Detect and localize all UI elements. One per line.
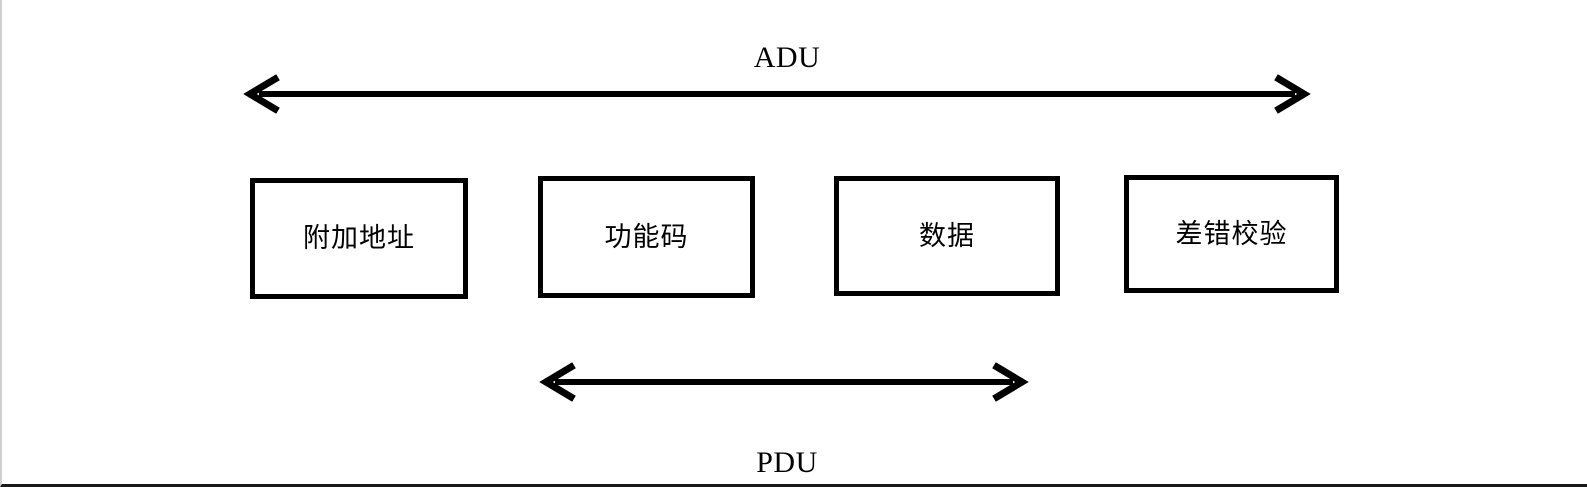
adu-span-label: ADU — [753, 41, 821, 74]
field-box-additional-address: 附加地址 — [250, 178, 468, 299]
pdu-span-label: PDU — [756, 446, 818, 479]
field-label-additional-address: 附加地址 — [303, 223, 415, 253]
field-label-error-check: 差错校验 — [1175, 218, 1288, 249]
field-box-data: 数据 — [834, 176, 1060, 296]
pdu-span-arrow — [539, 362, 1029, 402]
adu-span-arrow — [243, 74, 1311, 114]
field-box-function-code: 功能码 — [538, 176, 755, 298]
field-label-function-code: 功能码 — [604, 221, 689, 252]
field-box-error-check: 差错校验 — [1124, 175, 1339, 293]
field-label-data: 数据 — [919, 220, 975, 251]
